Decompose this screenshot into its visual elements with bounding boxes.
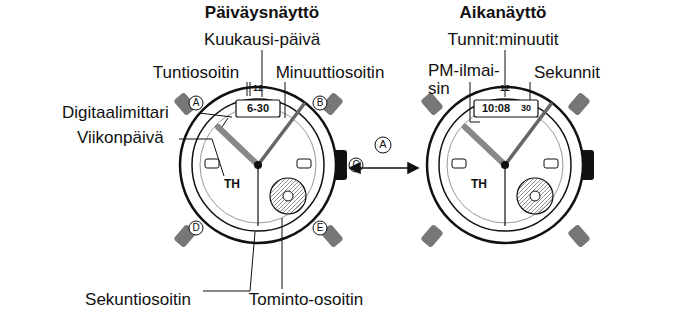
- button-letter: C: [352, 160, 359, 171]
- switch-arrow: [350, 163, 418, 173]
- button-letter: E: [317, 223, 324, 234]
- lcd-text: TH: [471, 178, 487, 191]
- watch-right: [420, 87, 594, 248]
- button-rings: [189, 96, 391, 235]
- title: Aikanäyttö: [460, 4, 547, 22]
- part-label: Sekunnit: [534, 64, 600, 82]
- button-letter: B: [317, 98, 324, 109]
- button-letter: D: [192, 223, 199, 234]
- part-label: Tominto-osoitin: [249, 291, 363, 309]
- lcd-text: TH: [224, 178, 240, 191]
- leader-lines: [179, 50, 530, 291]
- caption: Kuukausi-päivä: [204, 31, 320, 49]
- part-label: Viikonpäivä: [77, 129, 164, 147]
- button-letter: A: [193, 98, 200, 109]
- lcd-text: 10:08: [482, 103, 510, 115]
- part-label: Digitaalimittari: [62, 104, 169, 122]
- dial-number: 12: [253, 84, 263, 93]
- caption: Tunnit:minuutit: [448, 31, 559, 49]
- button-letter: A: [379, 139, 386, 151]
- title: Päiväysnäyttö: [205, 4, 319, 22]
- lcd-text: 30: [521, 104, 531, 113]
- part-label: Minuuttiosoitin: [276, 64, 385, 82]
- lcd-text: 6-30: [247, 103, 269, 115]
- part-label: Tuntiosoitin: [153, 64, 239, 82]
- dial-number: 12: [500, 84, 510, 93]
- part-label: Sekuntiosoitin: [85, 291, 191, 309]
- watch-left: [173, 87, 347, 248]
